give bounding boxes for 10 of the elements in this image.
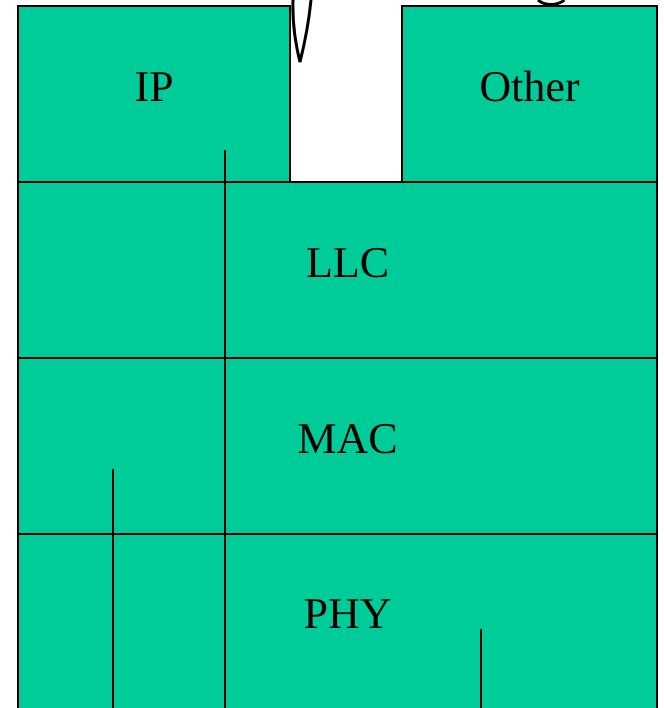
layer-label: LLC [306,236,390,288]
layer-box [401,5,658,183]
layer-box [17,5,291,183]
layer-box [17,533,658,708]
layer-box [17,181,658,359]
layer-box [17,357,658,535]
layer-label: IP [134,60,174,112]
layer-label: MAC [297,412,398,464]
layer-label: PHY [303,588,392,639]
layer-label: Other [479,60,580,112]
